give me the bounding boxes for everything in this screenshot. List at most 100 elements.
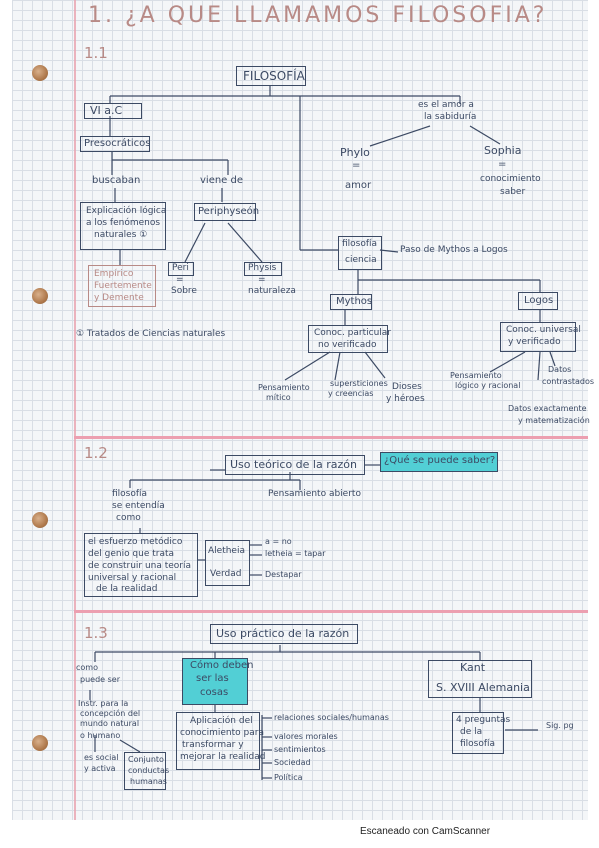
kant-label: Kant — [460, 661, 486, 674]
physis-eq: = — [258, 275, 266, 285]
esfuerzo-box — [84, 533, 198, 597]
conjunto-1: Conjunto — [128, 755, 164, 764]
aletheia-label: Aletheia — [208, 546, 245, 556]
esfuerzo-2: del genio que trata — [88, 549, 175, 559]
supersticiones-1: supersticiones — [330, 379, 388, 388]
sobre-label: Sobre — [171, 286, 197, 296]
siglo-label: VI a.C — [90, 104, 123, 117]
destapar: Destapar — [265, 570, 302, 579]
conoc-particular-2: no verificado — [318, 340, 377, 350]
filosofia-se-entendia-3: como — [116, 513, 141, 523]
conocimiento-label: conocimiento — [480, 174, 541, 184]
amor-label: amor — [345, 180, 372, 191]
esfuerzo-1: el esfuerzo metódico — [88, 537, 183, 547]
viene-de-label: viene de — [200, 175, 244, 186]
conoc-universal-1: Conoc. universal — [506, 325, 581, 335]
dioses-2: y héroes — [386, 394, 425, 404]
esfuerzo-4: universal y racional — [88, 573, 177, 583]
section-number-1-1: 1.1 — [84, 44, 108, 62]
conjunto-3: humanas — [130, 777, 167, 786]
explicacion-box — [80, 202, 166, 250]
explicacion-2: a los fenómenos — [86, 218, 161, 228]
tratados-footnote: ① Tratados de Ciencias naturales — [76, 329, 226, 339]
datos-contrastados-2: contrastados — [542, 377, 595, 386]
empirico-3: y Demente — [94, 293, 144, 303]
uso-practico-box — [210, 624, 358, 644]
filosofia-se-entendia-2: se entendía — [112, 501, 165, 511]
periphyson-label: Periphyseón — [198, 206, 260, 217]
scanner-watermark: Escaneado con CamScanner — [360, 826, 491, 837]
peri-box — [168, 262, 194, 276]
como-puede-ser-2: puede ser — [80, 675, 120, 684]
uso-practico-label: Uso práctico de la razón — [216, 627, 350, 640]
aplicacion-1: Aplicación del — [190, 716, 253, 726]
mythos-label: Mythos — [336, 296, 373, 307]
datos-exactos-2: y matematización — [518, 416, 590, 425]
binder-hole — [32, 288, 48, 304]
pensamiento-logico-1: Pensamiento — [450, 371, 502, 380]
section-divider-2 — [74, 610, 588, 613]
social-activa-2: y activa — [84, 764, 116, 773]
physis-label: Physis — [248, 263, 277, 273]
datos-exactos-1: Datos exactamente — [508, 404, 587, 413]
saber-label: saber — [500, 187, 526, 197]
phylo-label: Phylo — [340, 146, 370, 159]
explicacion-1: Explicación lógica — [86, 206, 167, 216]
filosofia-box — [236, 66, 306, 86]
uso-teorico-label: Uso teórico de la razón — [230, 458, 357, 471]
verdad-label: Verdad — [210, 569, 242, 579]
empirico-2: Fuertemente — [94, 281, 152, 291]
esfuerzo-3: de construir una teoría — [88, 561, 192, 571]
sophia-eq: = — [498, 159, 507, 170]
presocraticos-label: Presocráticos — [84, 138, 151, 149]
sociedad: Sociedad — [274, 758, 311, 767]
aplicacion-4: mejorar la realidad — [180, 752, 266, 762]
preguntas-1: 4 preguntas — [456, 715, 511, 725]
page-title: 1. ¿A QUE LLAMAMOS FILOSOFIA? — [88, 3, 548, 28]
amor-sabiduria-1: es el amor a — [418, 100, 474, 110]
como-deben-ser-2: ser las — [196, 673, 229, 684]
que-se-puede-saber: ¿Qué se puede saber? — [384, 455, 496, 466]
logos-label: Logos — [524, 295, 554, 306]
preguntas-box — [452, 712, 504, 754]
filosofia-ciencia-1: filosofía — [342, 239, 378, 249]
pens-mitico-2: mítico — [266, 393, 291, 402]
empirico-1: Empírico — [94, 269, 134, 279]
como-puede-ser-1: como — [76, 663, 98, 672]
que-se-puede-saber-box — [380, 452, 498, 472]
margin-line — [74, 0, 76, 820]
amor-sabiduria-2: la sabiduría — [424, 112, 477, 122]
section-divider-1 — [74, 436, 588, 439]
relaciones-sociales: relaciones sociales/humanas — [274, 713, 389, 722]
supersticiones-2: y creencias — [328, 389, 374, 398]
aletheia-box — [205, 540, 250, 586]
phylo-eq: = — [352, 160, 361, 171]
dioses-1: Dioses — [392, 382, 422, 392]
valores-morales: valores morales — [274, 732, 338, 741]
paso-mythos-logos: Paso de Mythos a Logos — [400, 245, 508, 255]
filosofia-se-entendia-1: filosofía — [112, 489, 148, 499]
mythos-box — [330, 294, 372, 310]
uso-teorico-box — [225, 455, 365, 475]
aplicacion-box — [176, 712, 260, 770]
datos-contrastados-1: Datos — [548, 365, 572, 374]
buscaban-label: buscaban — [92, 175, 141, 186]
social-activa-1: es social — [84, 753, 119, 762]
instr-4: o humano — [80, 731, 121, 740]
physis-box — [244, 262, 282, 276]
instr-3: mundo natural — [80, 719, 140, 728]
logos-box — [518, 292, 558, 310]
pensamiento-abierto: Pensamiento abierto — [268, 489, 361, 499]
conoc-particular-box — [308, 325, 388, 353]
filosofia-ciencia-2: ciencia — [345, 255, 377, 265]
binder-hole — [32, 65, 48, 81]
conoc-universal-2: y verificado — [508, 337, 561, 347]
sophia-label: Sophia — [484, 144, 522, 157]
binder-hole — [32, 735, 48, 751]
como-deben-ser-1: Cómo deben — [190, 660, 254, 671]
explicacion-3: naturales ① — [94, 230, 148, 240]
conjunto-2: conductas — [128, 766, 170, 775]
kant-era-label: S. XVIII Alemania — [436, 681, 530, 694]
peri-label: Peri — [172, 263, 189, 273]
preguntas-3: filosofía — [460, 739, 496, 749]
